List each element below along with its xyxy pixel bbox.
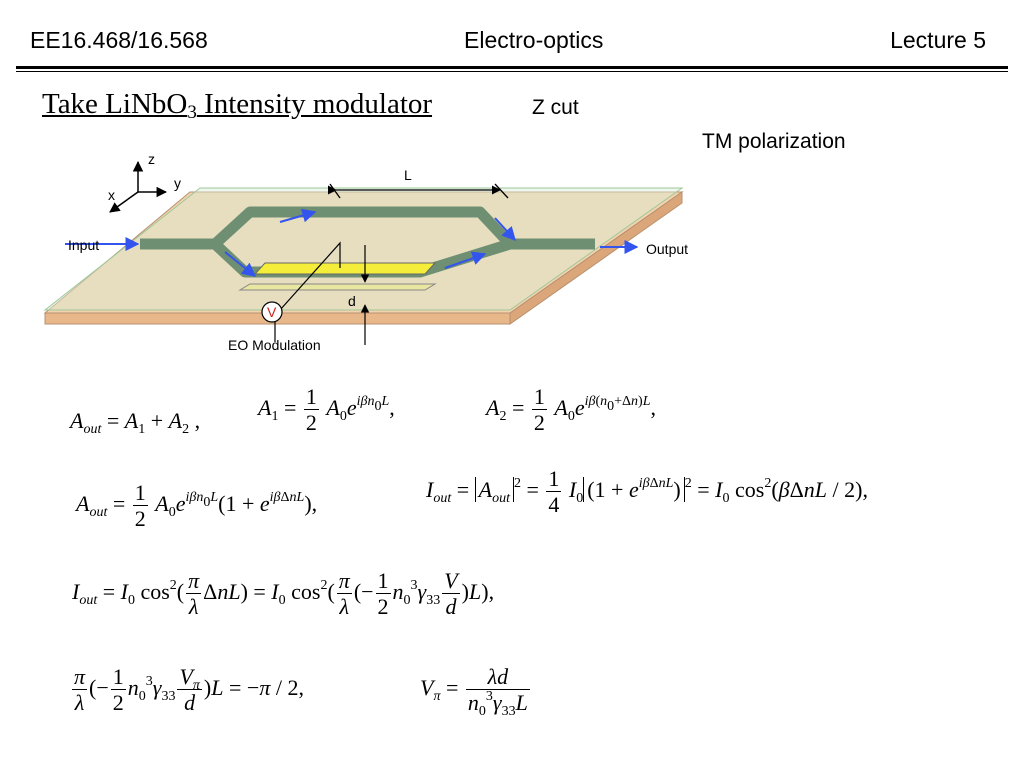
- header-rule-thin: [16, 71, 1008, 72]
- length-label: L: [404, 167, 412, 183]
- course-code: EE16.468/16.568: [30, 27, 208, 53]
- voltage-label: V: [267, 304, 277, 320]
- axis-y-label: y: [174, 175, 181, 191]
- slide-title: Take LiNbO3 Intensity modulator: [42, 88, 433, 123]
- axis-x-label: x: [108, 187, 115, 203]
- bottom-electrode: [238, 283, 437, 291]
- z-cut-label: Z cut: [532, 96, 579, 119]
- output-label: Output: [646, 241, 688, 257]
- top-electrode: [253, 262, 437, 275]
- header-rule: [16, 66, 1008, 69]
- gap-label: d: [348, 293, 356, 309]
- lecture-number: Lecture 5: [890, 27, 986, 53]
- axis-z-label: z: [148, 151, 155, 167]
- modulator-diagram: z y x L Input Output d V EO Modulation: [43, 151, 688, 353]
- voltage-source-icon: [261, 301, 283, 323]
- course-title: Electro-optics: [464, 27, 604, 53]
- polarization-label: TM polarization: [702, 130, 846, 153]
- equation-a-out-sum: Aout = A1 + A2 ,: [70, 408, 201, 437]
- substrate-side: [509, 191, 683, 325]
- waveguide-upper: [140, 206, 515, 250]
- glass-layer: [43, 187, 684, 311]
- eo-modulation-label: EO Modulation: [228, 337, 321, 353]
- input-label: Input: [68, 237, 99, 253]
